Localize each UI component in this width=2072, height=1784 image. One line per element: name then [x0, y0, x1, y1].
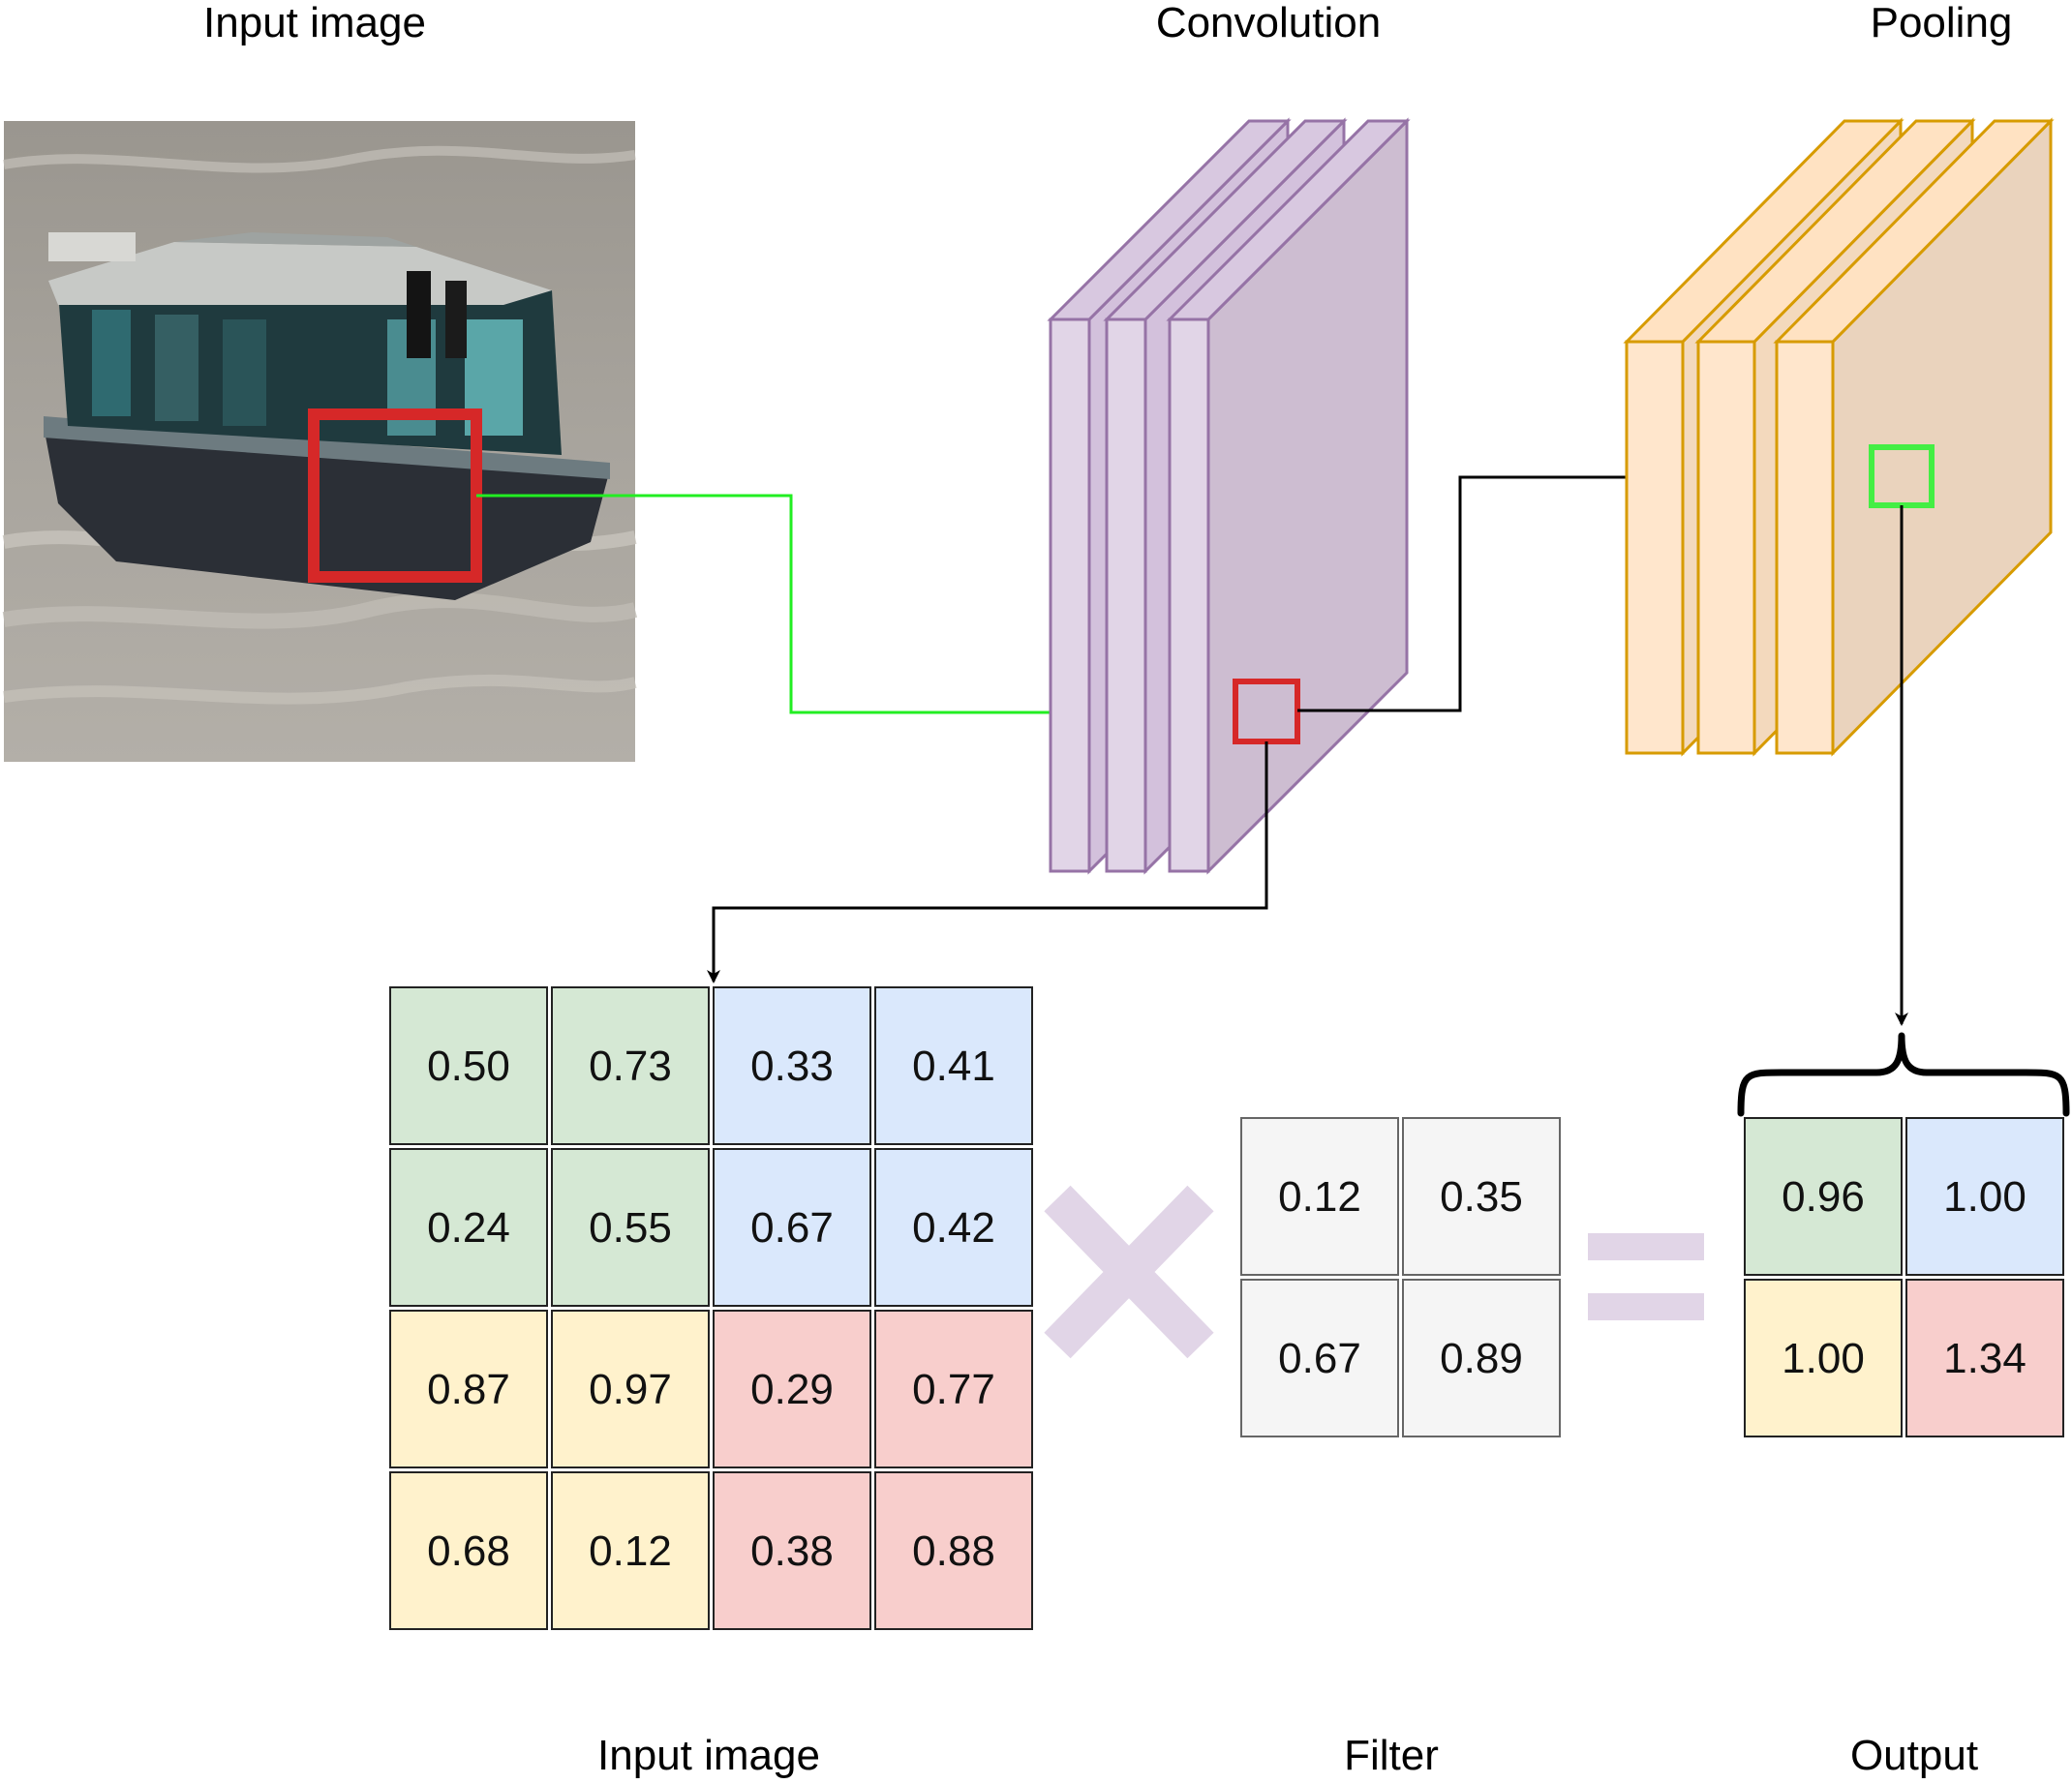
multiply-icon	[1044, 1185, 1214, 1359]
matrix-cell-value: 1.00	[1943, 1173, 2026, 1221]
output-matrix: 0.96 1.00 1.00 1.34	[1744, 1117, 2064, 1437]
matrix-cell-value: 0.24	[427, 1204, 510, 1252]
matrix-cell-value: 0.12	[589, 1527, 672, 1575]
filter-matrix: 0.12 0.35 0.67 0.89	[1240, 1117, 1561, 1437]
matrix-cell	[713, 1148, 871, 1307]
matrix-cell-value: 0.50	[427, 1043, 510, 1090]
matrix-cell	[713, 1310, 871, 1468]
matrix-cell-value: 0.68	[427, 1527, 510, 1575]
matrix-cell	[1905, 1117, 2064, 1276]
matrix-cell-value: 0.89	[1440, 1335, 1523, 1382]
label-pooling: Pooling	[1871, 0, 2013, 46]
connector-conv-to-matrix	[707, 741, 1268, 983]
matrix-cell-value: 0.12	[1278, 1173, 1361, 1221]
matrix-cell-value: 0.97	[589, 1366, 672, 1413]
matrix-cell-value: 0.38	[750, 1527, 834, 1575]
matrix-cell-value: 1.34	[1943, 1335, 2026, 1382]
label-convolution: Convolution	[1156, 0, 1381, 46]
matrix-cell	[1905, 1279, 2064, 1437]
matrix-cell-value: 0.67	[750, 1204, 834, 1252]
matrix-cell	[874, 1310, 1033, 1468]
matrix-cell-value: 0.35	[1440, 1173, 1523, 1221]
matrix-cell	[1744, 1117, 1903, 1276]
matrix-cell-value: 0.96	[1782, 1173, 1865, 1221]
label-input-image-top: Input image	[203, 0, 426, 46]
equals-icon	[1588, 1233, 1704, 1320]
matrix-cell	[1744, 1279, 1903, 1437]
matrix-cell	[551, 1310, 710, 1468]
matrix-cell	[1240, 1117, 1399, 1276]
label-output: Output	[1850, 1732, 1978, 1779]
convolution-layers	[1047, 117, 1411, 875]
matrix-cell-value: 0.73	[589, 1043, 672, 1090]
matrix-cell	[551, 1471, 710, 1630]
matrix-cell	[713, 1471, 871, 1630]
matrix-cell	[874, 986, 1033, 1145]
matrix-cell-value: 0.67	[1278, 1335, 1361, 1382]
matrix-cell	[389, 1471, 548, 1630]
matrix-cell-value: 0.87	[427, 1366, 510, 1413]
pooling-layers	[1623, 117, 2055, 757]
matrix-cell	[1402, 1279, 1561, 1437]
matrix-cell-value: 0.55	[589, 1204, 672, 1252]
matrix-cell	[389, 1148, 548, 1307]
matrix-cell	[874, 1471, 1033, 1630]
matrix-cell-value: 0.33	[750, 1043, 834, 1090]
matrix-cell	[389, 986, 548, 1145]
matrix-cell-value: 0.29	[750, 1366, 834, 1413]
matrix-cell-value: 0.88	[912, 1527, 995, 1575]
pool-slab-3	[1773, 117, 2055, 757]
matrix-cell-value: 1.00	[1782, 1335, 1865, 1382]
matrix-cell	[1402, 1117, 1561, 1276]
matrix-cell	[389, 1310, 548, 1468]
matrix-cell-value: 0.77	[912, 1366, 995, 1413]
label-input-image-bottom: Input image	[597, 1732, 820, 1779]
matrix-cell	[874, 1148, 1033, 1307]
label-filter: Filter	[1344, 1732, 1439, 1779]
matrix-cell	[1240, 1279, 1399, 1437]
matrix-cell-value: 0.42	[912, 1204, 995, 1252]
matrix-cell	[551, 1148, 710, 1307]
output-brace	[1737, 1032, 2070, 1117]
connector-input-to-conv	[476, 494, 1230, 720]
matrix-cell	[713, 986, 871, 1145]
input-matrix: 0.50 0.73 0.33 0.41 0.24 0.55 0.67 0.42 0.87 0.97…	[389, 986, 1033, 1630]
matrix-cell	[551, 986, 710, 1145]
matrix-cell-value: 0.41	[912, 1043, 995, 1090]
